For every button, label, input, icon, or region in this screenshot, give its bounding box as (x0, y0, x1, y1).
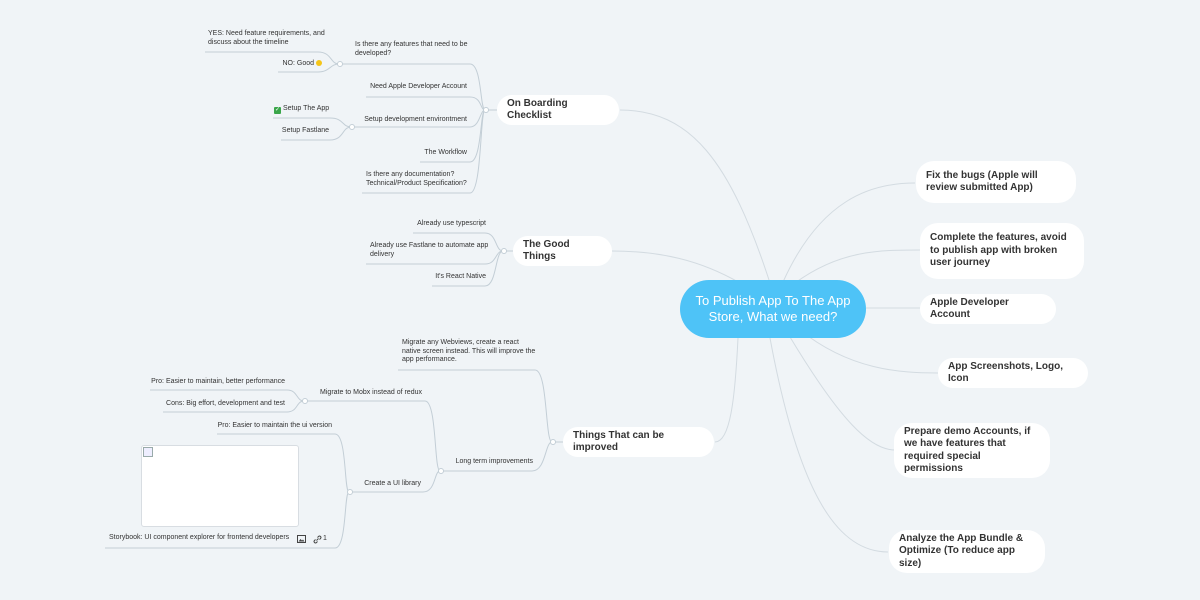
subtopic-label: Long term improvements (455, 458, 533, 465)
collapse-toggle[interactable] (438, 468, 444, 474)
subtopic-features-question[interactable]: Is there any features that need to be de… (355, 41, 480, 58)
subtopic-label: It's React Native (435, 273, 486, 280)
subtopic-yes-answer[interactable]: YES: Need feature requirements, and disc… (208, 30, 328, 47)
central-topic-label: To Publish App To The App Store, What we… (695, 293, 851, 324)
subtopic-label: Cons: Big effort, development and test (166, 400, 285, 407)
subtopic-label: Setup Fastlane (281, 127, 329, 134)
subtopic-ui-pro[interactable]: Pro: Easier to maintain the ui version (205, 422, 332, 431)
topic-complete-features[interactable]: Complete the features, avoid to publish … (920, 223, 1084, 279)
subtopic-label: Migrate to Mobx instead of redux (320, 389, 422, 396)
broken-image-icon (143, 447, 153, 457)
topic-onboarding-checklist[interactable]: On Boarding Checklist (497, 95, 619, 125)
subtopic-react-native[interactable]: It's React Native (420, 273, 486, 282)
subtopic-setup-fastlane[interactable]: Setup Fastlane (270, 127, 329, 136)
subtopic-label: Need Apple Developer Account (370, 83, 467, 90)
topic-app-screenshots[interactable]: App Screenshots, Logo, Icon (938, 358, 1088, 388)
subtopic-apple-account[interactable]: Need Apple Developer Account (358, 83, 467, 92)
subtopic-label: Migrate any Webviews, create a react nat… (402, 339, 536, 363)
collapse-toggle[interactable] (337, 61, 343, 67)
collapse-toggle[interactable] (347, 489, 353, 495)
subtopic-label: Already use Fastlane to automate app del… (370, 242, 489, 258)
subtopic-no-answer[interactable]: NO: Good (270, 60, 322, 69)
subtopic-label: Setup The App (283, 105, 330, 112)
subtopic-setup-app[interactable]: ✓Setup The App (274, 105, 344, 114)
subtopic-documentation[interactable]: Is there any documentation? Technical/Pr… (366, 171, 474, 188)
subtopic-fastlane[interactable]: Already use Fastlane to automate app del… (370, 242, 492, 259)
collapse-toggle[interactable] (501, 248, 507, 254)
subtopic-label: NO: Good (282, 60, 314, 67)
subtopic-migrate-mobx[interactable]: Migrate to Mobx instead of redux (306, 389, 422, 398)
collapse-toggle[interactable] (550, 439, 556, 445)
subtopic-label: Already use typescript (417, 220, 486, 227)
subtopic-mobx-pro[interactable]: Pro: Easier to maintain, better performa… (140, 378, 285, 387)
subtopic-label: YES: Need feature requirements, and disc… (208, 30, 325, 46)
topic-good-things[interactable]: The Good Things (513, 236, 612, 266)
subtopic-mobx-cons[interactable]: Cons: Big effort, development and test (150, 400, 285, 409)
subtopic-storybook[interactable]: Storybook: UI component explorer for fro… (109, 534, 294, 543)
image-icon[interactable] (297, 535, 306, 543)
smile-emoji-icon (316, 60, 322, 66)
topic-label: Fix the bugs (Apple will review submitte… (926, 169, 1038, 194)
topic-label: Complete the features, avoid to publish … (930, 232, 1067, 269)
topic-label: Analyze the App Bundle & Optimize (To re… (899, 532, 1024, 569)
topic-fix-bugs[interactable]: Fix the bugs (Apple will review submitte… (916, 161, 1076, 203)
subtopic-label: Is there any documentation? Technical/Pr… (366, 171, 467, 187)
subtopic-ui-library[interactable]: Create a UI library (350, 480, 421, 489)
topic-label: On Boarding Checklist (507, 97, 568, 122)
topic-analyze-bundle[interactable]: Analyze the App Bundle & Optimize (To re… (889, 530, 1045, 573)
topic-demo-accounts[interactable]: Prepare demo Accounts, if we have featur… (894, 423, 1050, 478)
topic-label: App Screenshots, Logo, Icon (948, 360, 1064, 385)
collapse-toggle[interactable] (483, 107, 489, 113)
topic-label: Apple Developer Account (930, 296, 1009, 321)
subtopic-label: Pro: Easier to maintain the ui version (217, 422, 332, 429)
subtopic-migrate-webviews[interactable]: Migrate any Webviews, create a react nat… (402, 339, 538, 365)
topic-label: Things That can be improved (573, 429, 665, 454)
topic-label: The Good Things (523, 238, 570, 263)
subtopic-setup-env[interactable]: Setup development environtment (352, 116, 467, 125)
subtopic-long-term[interactable]: Long term improvements (440, 458, 533, 467)
collapse-toggle[interactable] (302, 398, 308, 404)
topic-label: Prepare demo Accounts, if we have featur… (904, 425, 1031, 475)
subtopic-label: Is there any features that need to be de… (355, 41, 468, 57)
subtopic-typescript[interactable]: Already use typescript (400, 220, 486, 229)
central-topic[interactable]: To Publish App To The App Store, What we… (680, 280, 866, 338)
checkmark-icon: ✓ (274, 107, 281, 114)
subtopic-label: Storybook: UI component explorer for fro… (109, 534, 290, 541)
link-count: 1 (323, 535, 327, 542)
subtopic-label: Pro: Easier to maintain, better performa… (151, 378, 285, 385)
topic-things-to-improve[interactable]: Things That can be improved (563, 427, 714, 457)
subtopic-label: Setup development environtment (364, 116, 467, 123)
subtopic-label: The Workflow (424, 149, 467, 156)
subtopic-label: Create a UI library (364, 480, 421, 487)
subtopic-workflow[interactable]: The Workflow (410, 149, 467, 158)
collapse-toggle[interactable] (349, 124, 355, 130)
storybook-image-placeholder[interactable] (141, 445, 299, 527)
topic-apple-developer-account[interactable]: Apple Developer Account (920, 294, 1056, 324)
link-icon[interactable] (313, 535, 322, 544)
